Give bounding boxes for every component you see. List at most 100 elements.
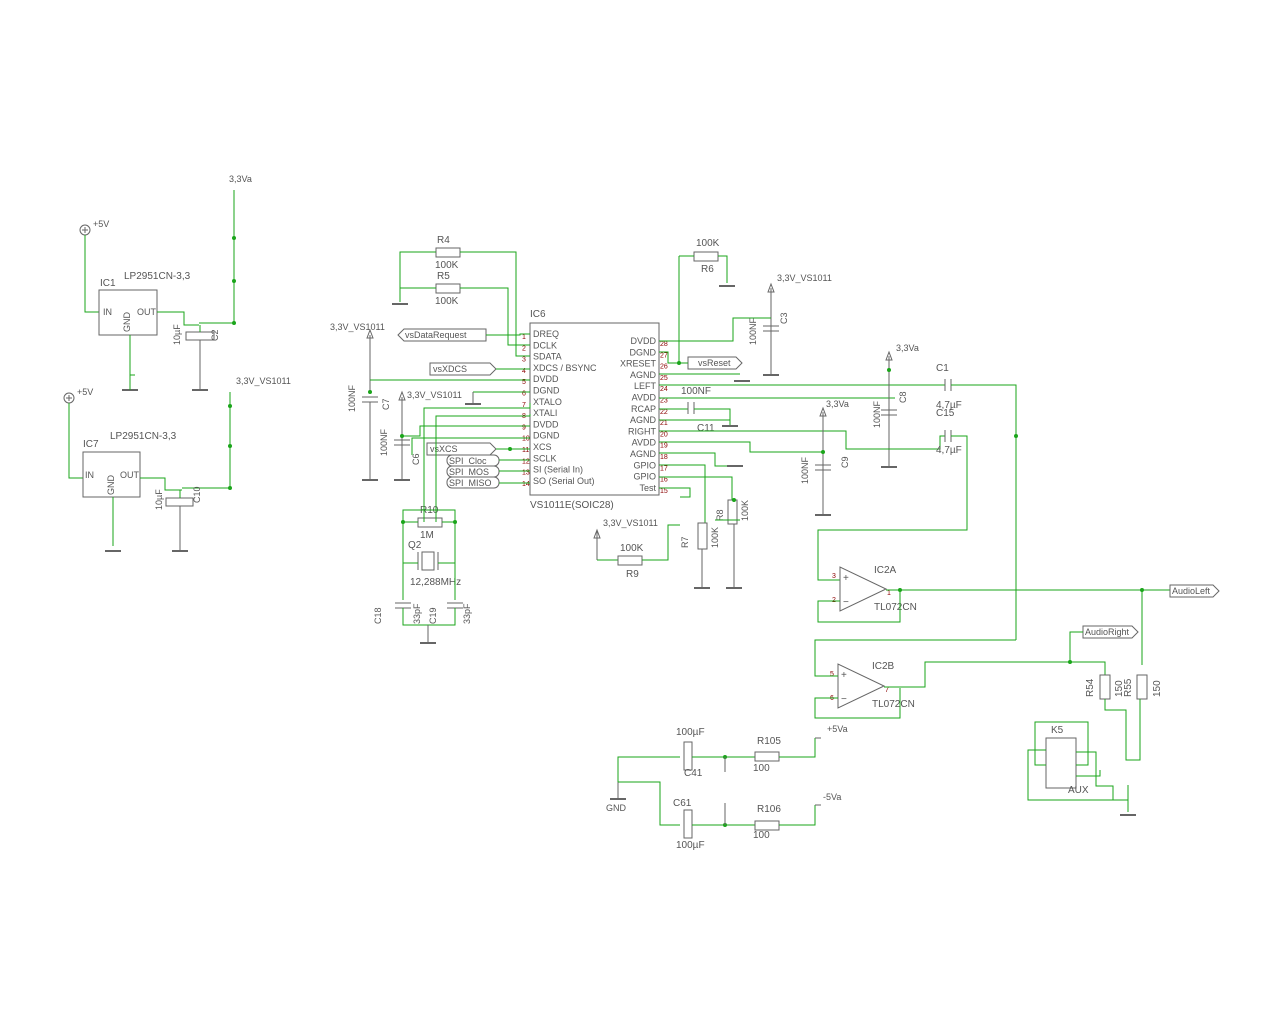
svg-text:150: 150 xyxy=(1114,680,1125,697)
svg-text:100K: 100K xyxy=(620,543,644,554)
svg-text:4,7µF: 4,7µF xyxy=(936,445,962,456)
power-filter-section: GND 100µF C41 R105 100 +5Va C61 100µF R1… xyxy=(606,724,848,851)
svg-text:TL072CN: TL072CN xyxy=(874,602,917,613)
svg-text:C3: C3 xyxy=(779,312,789,324)
c2-value: 10µF xyxy=(172,324,182,345)
svg-text:33pF: 33pF xyxy=(412,603,422,624)
ic6-pin-name: GPIO xyxy=(633,460,656,470)
svg-text:TL072CN: TL072CN xyxy=(872,699,915,710)
svg-text:R6: R6 xyxy=(701,264,714,275)
ic1-ref: IC1 xyxy=(100,278,116,289)
svg-text:R7: R7 xyxy=(680,536,690,548)
svg-text:100NF: 100NF xyxy=(748,317,758,345)
ic6-pin-number: 18 xyxy=(660,454,668,461)
ic6-pin-number: 22 xyxy=(660,409,668,416)
svg-text:3: 3 xyxy=(832,573,836,580)
ic6-pin-number: 6 xyxy=(522,391,526,398)
ic6-part: VS1011E(SOIC28) xyxy=(530,500,614,511)
label-vs-xcs: vsXCS xyxy=(430,444,458,454)
svg-text:100: 100 xyxy=(753,763,770,774)
label-vs-xdcs: vsXDCS xyxy=(433,364,467,374)
svg-text:100µF: 100µF xyxy=(676,840,705,851)
ic6-pin-name: DREQ xyxy=(533,329,559,339)
ic6-pin-name: AGND xyxy=(630,415,657,425)
svg-text:100NF: 100NF xyxy=(379,428,389,456)
svg-text:OUT: OUT xyxy=(120,470,140,480)
ic6-pin-number: 17 xyxy=(660,465,668,472)
svg-text:R54: R54 xyxy=(1085,678,1096,697)
ic6-pin-name: DGND xyxy=(630,347,657,357)
reset-section: 100K R6 vsReset 3,3V_VS1011 100NF C3 xyxy=(659,238,832,382)
svg-text:C18: C18 xyxy=(373,607,383,624)
svg-text:150: 150 xyxy=(1152,680,1163,697)
net-label-vs1011-left: 3,3V_VS1011 xyxy=(330,322,385,332)
svg-text:C11: C11 xyxy=(697,423,715,434)
svg-text:K5: K5 xyxy=(1051,725,1064,736)
svg-text:R105: R105 xyxy=(757,736,781,747)
ic6-pin-name: AGND xyxy=(630,370,657,380)
svg-text:R55: R55 xyxy=(1123,678,1134,697)
net-label-vs1011-r9: 3,3V_VS1011 xyxy=(603,518,658,528)
label-spi-miso: SPI_MISO xyxy=(449,478,492,488)
svg-text:R8: R8 xyxy=(715,509,725,521)
ic6-pin-number: 1 xyxy=(522,334,526,341)
svg-text:1M: 1M xyxy=(420,530,434,541)
ic6-pin-number: 5 xyxy=(522,379,526,386)
ic6-pin-name: DGND xyxy=(533,386,560,396)
svg-text:OUT: OUT xyxy=(137,307,157,317)
ic6-pin-number: 20 xyxy=(660,431,668,438)
svg-text:100K: 100K xyxy=(435,260,459,271)
net-label-33va-c9: 3,3Va xyxy=(826,399,849,409)
label-vs-reset: vsReset xyxy=(698,358,731,368)
ic6-pin-name: AVDD xyxy=(632,438,657,448)
ic6-pin-number: 15 xyxy=(660,488,668,495)
svg-text:−: − xyxy=(841,694,847,705)
svg-text:R5: R5 xyxy=(437,271,450,282)
svg-text:R106: R106 xyxy=(757,804,781,815)
ic6-pin-name: XTALI xyxy=(533,408,557,418)
ic6-pin-number: 12 xyxy=(522,458,530,465)
ic6-pin-number: 23 xyxy=(660,398,668,405)
svg-text:C6: C6 xyxy=(411,453,421,465)
c2-ref: C2 xyxy=(210,329,220,341)
svg-text:+: + xyxy=(841,670,847,681)
regulator-ic7: +5V IC7 LP2951CN-3,3 IN OUT GND 3,3V_VS1… xyxy=(63,376,291,552)
net-label-5v-2: +5V xyxy=(77,387,93,397)
ic6-pin-name: DVDD xyxy=(533,419,559,429)
ic6-pin-name: SO (Serial Out) xyxy=(533,476,595,486)
ic6-pin-number: 21 xyxy=(660,420,668,427)
svg-text:C7: C7 xyxy=(381,398,391,410)
svg-text:IN: IN xyxy=(85,470,94,480)
svg-text:Q2: Q2 xyxy=(408,540,422,551)
svg-text:C8: C8 xyxy=(898,391,908,403)
output-jack-section: R54 150 R55 150 K5 AUX xyxy=(1027,674,1163,816)
svg-text:1: 1 xyxy=(887,590,891,597)
svg-text:7: 7 xyxy=(885,687,889,694)
svg-text:100K: 100K xyxy=(696,238,720,249)
svg-text:+: + xyxy=(843,573,849,584)
ic1-part: LP2951CN-3,3 xyxy=(124,271,191,282)
svg-text:4,7µF: 4,7µF xyxy=(936,400,962,411)
label-audio-right: AudioRight xyxy=(1085,627,1130,637)
ic6-pin-name: XTALO xyxy=(533,397,562,407)
ic6-pin-number: 28 xyxy=(660,341,668,348)
ic6-pin-name: DCLK xyxy=(533,340,557,350)
ic6-pin-name: DVDD xyxy=(533,374,559,384)
ic6-pin-number: 7 xyxy=(522,402,526,409)
ic6-pin-name: DVDD xyxy=(630,336,656,346)
resistors-r4-r5: R4 100K R5 100K xyxy=(392,235,530,357)
ic6-pin-number: 19 xyxy=(660,443,668,450)
net-label-gnd: GND xyxy=(606,803,627,813)
svg-text:100K: 100K xyxy=(435,296,459,307)
ic6-pin-name: SDATA xyxy=(533,352,562,362)
svg-text:C1: C1 xyxy=(936,363,949,374)
ic6-pin-number: 4 xyxy=(522,368,526,375)
ic6-pin-number: 10 xyxy=(522,436,530,443)
label-audio-left: AudioLeft xyxy=(1172,586,1211,596)
svg-text:−: − xyxy=(843,597,849,608)
svg-text:33pF: 33pF xyxy=(462,603,472,624)
ic6-pin-number: 25 xyxy=(660,375,668,382)
c10-body xyxy=(165,497,194,507)
net-label-vs1011-dgnd: 3,3V_VS1011 xyxy=(407,390,462,400)
